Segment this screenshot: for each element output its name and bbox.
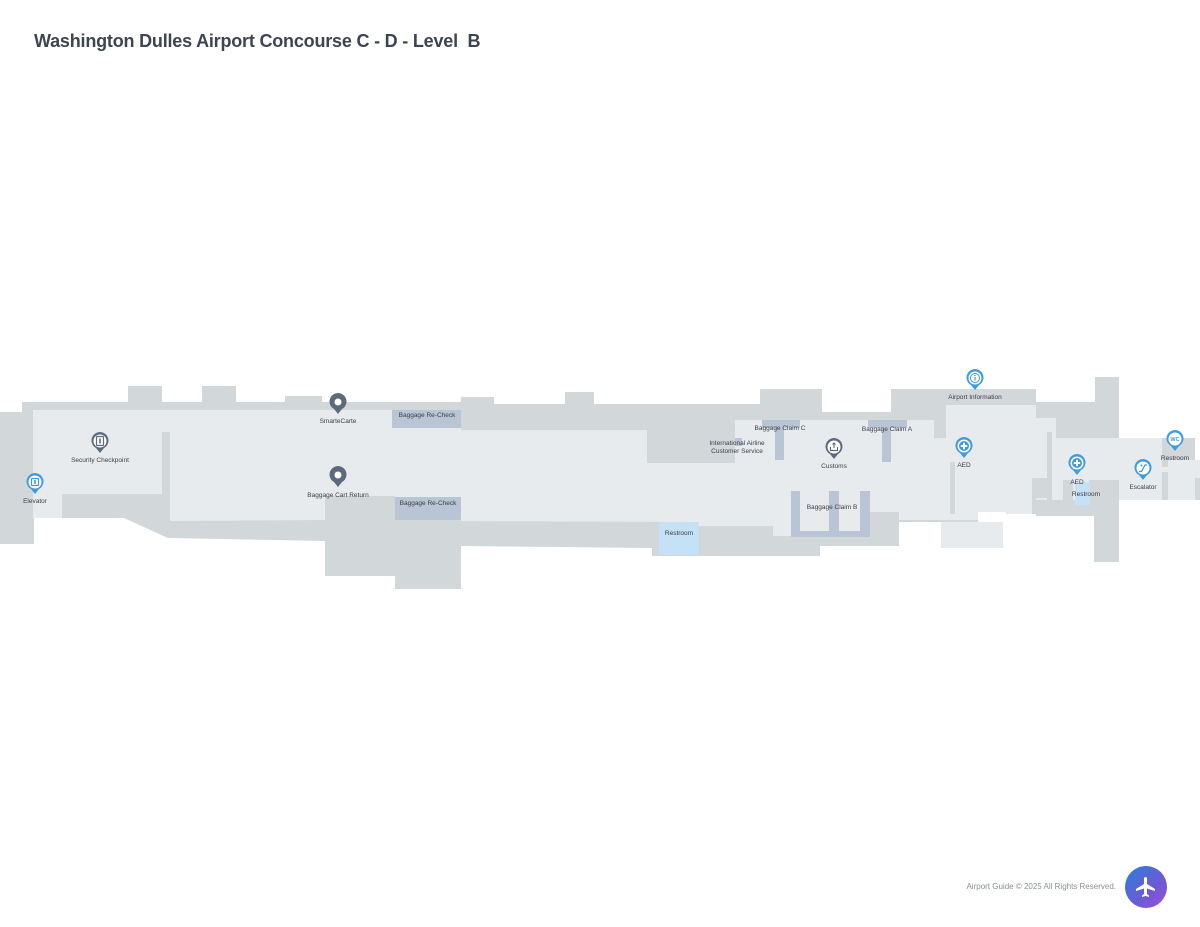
- page-title: Washington Dulles Airport Concourse C - …: [34, 31, 481, 51]
- poi-label: Customs: [821, 463, 847, 470]
- area-label-baggage-recheck-1: Baggage Re-Check: [398, 412, 456, 419]
- location-pin-icon: [329, 393, 347, 414]
- restroom-area-2: [1075, 482, 1090, 505]
- poi-label: Baggage Cart Return: [307, 492, 369, 499]
- map-floor: [33, 405, 1200, 548]
- elevator-icon: [26, 473, 44, 494]
- wc-icon: WC: [1166, 430, 1184, 451]
- area-label-claim-c: Baggage Claim C: [754, 425, 806, 432]
- area-label-baggage-recheck-2: Baggage Re-Check: [399, 500, 457, 507]
- restroom-area-1: [659, 522, 699, 555]
- info-icon: [966, 369, 984, 390]
- poi-label: Security Checkpoint: [71, 457, 129, 464]
- poi-label: SmarteCarte: [319, 418, 357, 425]
- airport-guide-button[interactable]: [1125, 866, 1167, 908]
- poi-label: Escalator: [1129, 484, 1157, 491]
- aed-icon: [955, 437, 973, 458]
- poi-label: AED: [957, 462, 971, 469]
- svg-text:WC: WC: [1170, 437, 1179, 443]
- poi-label: AED: [1070, 479, 1084, 486]
- poi-label: Airport Information: [948, 394, 1002, 401]
- location-pin-icon: [329, 466, 347, 487]
- baggage-recheck-area-1: [392, 410, 461, 428]
- poi-label: Restroom: [1160, 455, 1190, 462]
- copyright-text: Airport Guide © 2025 All Rights Reserved…: [966, 882, 1116, 891]
- area-label-intl-airline: International Airline Customer Service: [709, 440, 765, 455]
- aed-icon: [1068, 454, 1086, 475]
- customs-icon: [825, 438, 843, 459]
- area-label-restroom-1: Restroom: [664, 530, 694, 537]
- area-label-claim-a: Baggage Claim A: [861, 426, 913, 433]
- area-label-restroom-2: Restroom: [1071, 491, 1101, 498]
- escalator-icon: [1134, 459, 1152, 480]
- security-checkpoint-icon: [91, 432, 109, 453]
- area-label-claim-b: Baggage Claim B: [806, 504, 858, 511]
- baggage-recheck-area-2: [395, 497, 461, 520]
- baggage-claim-b-belt: [791, 491, 800, 537]
- airplane-icon: [1136, 877, 1155, 897]
- poi-label: Elevator: [23, 498, 47, 505]
